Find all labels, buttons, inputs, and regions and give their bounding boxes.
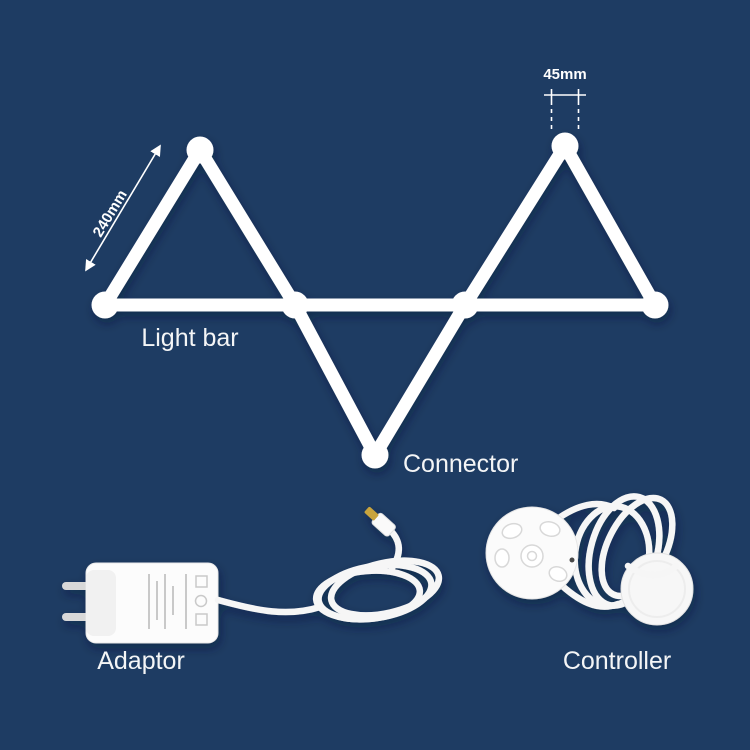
connector-dot xyxy=(281,291,309,319)
certification-icon xyxy=(195,575,208,588)
plug-prong xyxy=(62,613,90,621)
adaptor-cable-coil xyxy=(312,567,424,623)
connector-dot xyxy=(186,136,214,164)
light-bar-segments xyxy=(98,133,662,469)
controller-center-button-ring xyxy=(526,550,538,562)
light-bar-assembly xyxy=(91,132,669,469)
dimension-45mm-label: 45mm xyxy=(543,66,586,83)
controller-button xyxy=(539,521,561,537)
certification-icon xyxy=(194,594,208,608)
dc-plug-tip xyxy=(364,506,379,521)
connector-dot xyxy=(361,441,389,469)
controller-button xyxy=(494,548,510,568)
connector-dot xyxy=(551,132,579,160)
adaptor-label: Adaptor xyxy=(97,647,185,675)
dimension-45mm-extension-lines xyxy=(550,101,580,131)
dimension-240mm: 240mm xyxy=(85,144,161,272)
connector-dot xyxy=(451,291,479,319)
controller-button xyxy=(548,565,568,583)
dimension-45mm: 45mm xyxy=(543,66,587,131)
dimension-240mm-label: 240mm xyxy=(90,187,131,240)
dimension-240mm-arrow-line xyxy=(85,144,161,272)
controller-center-button xyxy=(520,544,544,568)
certification-icon xyxy=(195,613,208,626)
connector-label: Connector xyxy=(403,450,518,478)
adaptor-markings xyxy=(148,574,187,629)
adaptor-illustration xyxy=(62,506,443,644)
controller-cable-over-disc xyxy=(624,562,680,579)
controller-illustration xyxy=(485,493,694,626)
controller-led-dot xyxy=(569,557,575,563)
controller-label: Controller xyxy=(563,647,671,675)
connector-dot xyxy=(91,291,119,319)
controller-button xyxy=(501,522,523,540)
controller-disc xyxy=(620,552,694,626)
light-bar-label: Light bar xyxy=(141,324,238,352)
controller-disc-ring xyxy=(628,560,686,618)
plug-prong xyxy=(62,582,90,590)
dimension-45mm-measure-line xyxy=(544,89,586,101)
adaptor-plug-face xyxy=(86,570,116,636)
adaptor-cable-lead xyxy=(214,596,324,616)
dc-plug xyxy=(364,506,396,537)
connector-dot xyxy=(641,291,669,319)
